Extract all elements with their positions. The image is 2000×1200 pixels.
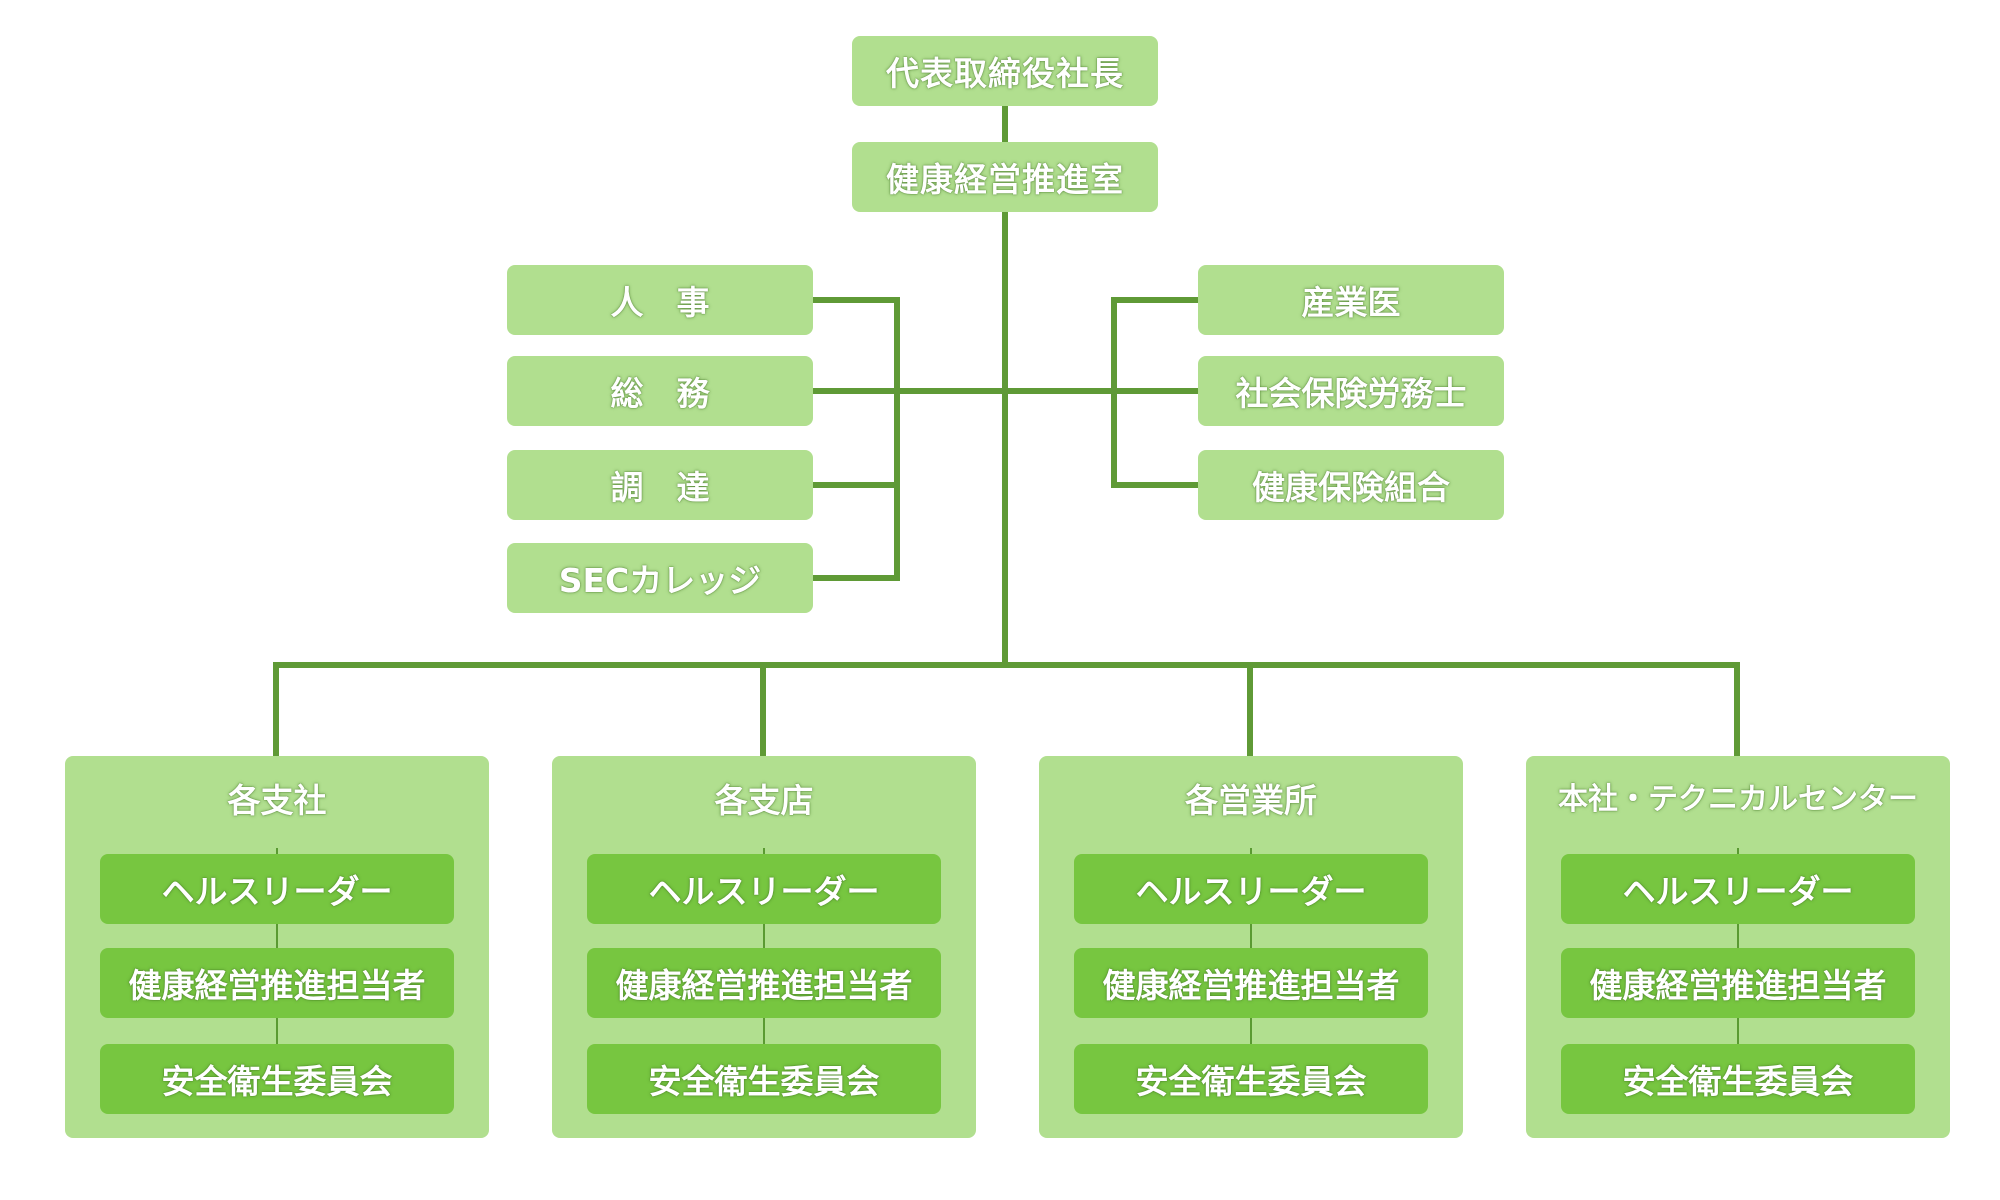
role-label: 健康経営推進担当者 xyxy=(128,966,426,1005)
role-promotion-staff: 健康経営推進担当者 xyxy=(1561,948,1915,1018)
group-sales-offices: 各営業所 ヘルスリーダー 健康経営推進担当者 安全衛生委員会 xyxy=(1039,756,1463,1138)
group-title: 本社・テクニカルセンター xyxy=(1558,782,1918,817)
health-management-office-box: 健康経営推進室 xyxy=(852,142,1158,212)
general-affairs-label: 総 務 xyxy=(610,374,710,413)
group-headquarters-technical-center: 本社・テクニカルセンター ヘルスリーダー 健康経営推進担当者 安全衛生委員会 xyxy=(1526,756,1950,1138)
group-title: 各支社 xyxy=(227,781,327,820)
role-label: 健康経営推進担当者 xyxy=(1589,966,1887,1005)
role-promotion-staff: 健康経営推進担当者 xyxy=(587,948,941,1018)
role-label: ヘルスリーダー xyxy=(161,872,393,911)
role-safety-committee: 安全衛生委員会 xyxy=(100,1044,454,1114)
group-title: 各営業所 xyxy=(1185,781,1317,820)
occupational-physician-box: 産業医 xyxy=(1198,265,1504,335)
role-label: ヘルスリーダー xyxy=(1622,872,1854,911)
role-promotion-staff: 健康経営推進担当者 xyxy=(1074,948,1428,1018)
role-health-leader: ヘルスリーダー xyxy=(100,854,454,924)
hr-label: 人 事 xyxy=(610,283,710,322)
group-branches: 各支店 ヘルスリーダー 健康経営推進担当者 安全衛生委員会 xyxy=(552,756,976,1138)
role-health-leader: ヘルスリーダー xyxy=(587,854,941,924)
procurement-box: 調 達 xyxy=(507,450,813,520)
president-label: 代表取締役社長 xyxy=(886,54,1124,93)
role-health-leader: ヘルスリーダー xyxy=(1074,854,1428,924)
role-label: 安全衛生委員会 xyxy=(1622,1062,1854,1101)
role-health-leader: ヘルスリーダー xyxy=(1561,854,1915,924)
role-label: 安全衛生委員会 xyxy=(648,1062,880,1101)
role-label: 安全衛生委員会 xyxy=(1135,1062,1367,1101)
role-label: 健康経営推進担当者 xyxy=(615,966,913,1005)
sec-college-box: SECカレッジ xyxy=(507,543,813,613)
labor-consultant-box: 社会保険労務士 xyxy=(1198,356,1504,426)
hr-box: 人 事 xyxy=(507,265,813,335)
health-management-office-label: 健康経営推進室 xyxy=(886,160,1124,199)
occupational-physician-label: 産業医 xyxy=(1301,283,1401,322)
group-branch-offices: 各支社 ヘルスリーダー 健康経営推進担当者 安全衛生委員会 xyxy=(65,756,489,1138)
health-insurance-union-box: 健康保険組合 xyxy=(1198,450,1504,520)
group-title: 各支店 xyxy=(714,781,814,820)
role-label: 健康経営推進担当者 xyxy=(1102,966,1400,1005)
procurement-label: 調 達 xyxy=(610,468,710,507)
role-label: ヘルスリーダー xyxy=(648,872,880,911)
role-safety-committee: 安全衛生委員会 xyxy=(587,1044,941,1114)
role-label: 安全衛生委員会 xyxy=(161,1062,393,1101)
labor-consultant-label: 社会保険労務士 xyxy=(1235,374,1467,413)
general-affairs-box: 総 務 xyxy=(507,356,813,426)
health-insurance-union-label: 健康保険組合 xyxy=(1252,468,1450,507)
role-promotion-staff: 健康経営推進担当者 xyxy=(100,948,454,1018)
president-box: 代表取締役社長 xyxy=(852,36,1158,106)
sec-college-label: SECカレッジ xyxy=(558,561,762,600)
role-label: ヘルスリーダー xyxy=(1135,872,1367,911)
role-safety-committee: 安全衛生委員会 xyxy=(1074,1044,1428,1114)
role-safety-committee: 安全衛生委員会 xyxy=(1561,1044,1915,1114)
